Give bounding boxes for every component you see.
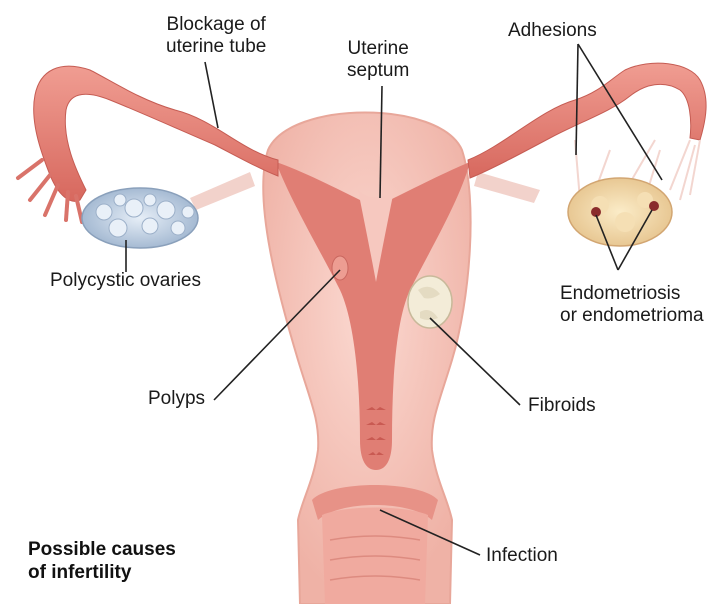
- label-adhesions: Adhesions: [508, 20, 597, 42]
- leader-blockage: [205, 62, 218, 128]
- right-uterine-tube: [468, 63, 706, 178]
- right-ovarian-ligament: [474, 172, 540, 203]
- left-ovary: [82, 188, 198, 248]
- endometrioma-spot-2: [649, 201, 659, 211]
- left-ovarian-ligament: [190, 172, 255, 210]
- label-polycystic-ovaries: Polycystic ovaries: [50, 270, 201, 292]
- label-polyps: Polyps: [148, 388, 205, 410]
- figure-caption: Possible causes of infertility: [28, 538, 176, 584]
- label-infection: Infection: [486, 545, 558, 567]
- leader-adhesions-1: [576, 44, 578, 155]
- label-fibroids: Fibroids: [528, 395, 596, 417]
- fibroid-mark: [408, 276, 452, 328]
- label-endometriosis: Endometriosis or endometrioma: [560, 283, 704, 327]
- label-blockage-uterine-tube: Blockage of uterine tube: [166, 14, 266, 58]
- label-uterine-septum: Uterine septum: [347, 38, 409, 82]
- right-ovary: [568, 178, 672, 246]
